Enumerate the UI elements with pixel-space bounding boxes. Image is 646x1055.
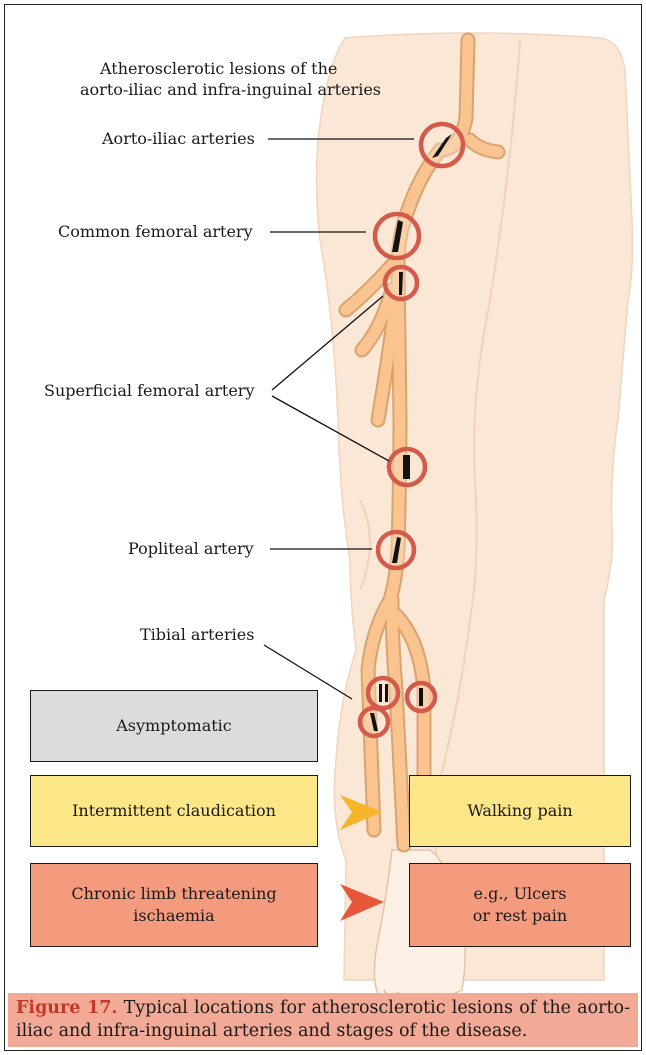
stage-asymptomatic: Asymptomatic: [30, 690, 318, 762]
lesion-femoral-upper: [385, 267, 417, 299]
label-superficial-femoral: Superficial femoral artery: [44, 381, 254, 400]
symptom-ulcers-rest-pain: e.g., Ulcers or rest pain: [409, 863, 631, 947]
stage-cltI: Chronic limb threatening ischaemia: [30, 863, 318, 947]
lesion-tibial-2: [407, 683, 435, 711]
diagram-title-line1: Atherosclerotic lesions of the: [100, 59, 337, 78]
figure-caption: Figure 17. Typical locations for atheros…: [8, 993, 638, 1047]
lesion-superficial-femoral: [389, 449, 425, 485]
diagram-title-line2: aorto-iliac and infra-inguinal arteries: [80, 80, 381, 99]
lesion-tibial-3: [360, 708, 388, 736]
label-common-femoral: Common femoral artery: [58, 222, 253, 241]
figure-label: Figure 17.: [16, 998, 118, 1018]
stage-claudication: Intermittent claudication: [30, 775, 318, 847]
lesion-tibial-1: [368, 678, 398, 708]
label-popliteal: Popliteal artery: [128, 539, 254, 558]
lesion-common-femoral: [375, 214, 419, 258]
lesion-popliteal: [378, 532, 414, 568]
symptom-walking-pain: Walking pain: [409, 775, 631, 847]
label-aorto-iliac: Aorto-iliac arteries: [102, 129, 255, 148]
lesion-aorto-iliac: [421, 124, 463, 166]
leg-silhouette: [316, 33, 632, 1005]
label-tibial: Tibial arteries: [140, 625, 254, 644]
